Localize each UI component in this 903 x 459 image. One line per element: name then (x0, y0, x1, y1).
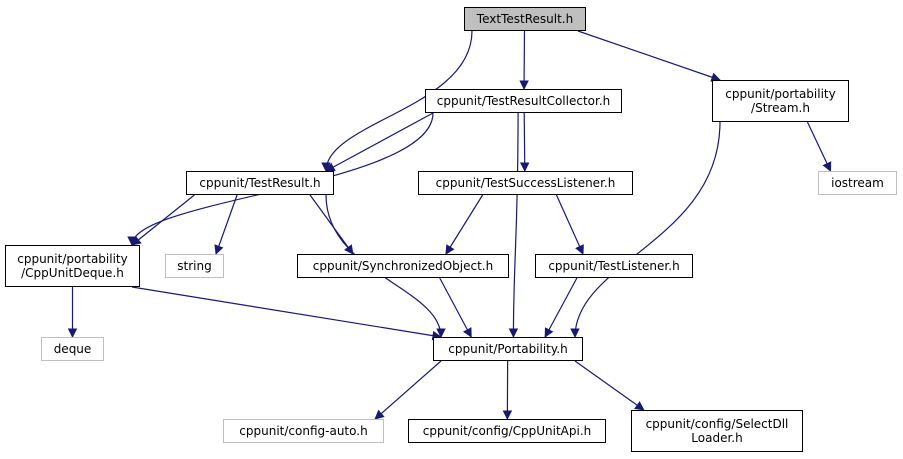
edge-synchronized-object-to-portability (439, 277, 472, 338)
node-label: cppunit/SynchronizedObject.h (312, 259, 494, 273)
edge-test-result-collector-to-portability (508, 112, 519, 338)
edge-test-result-collector-to-test-success-listener (519, 112, 530, 172)
node-test-result-collector[interactable]: cppunit/TestResultCollector.h (425, 89, 622, 113)
node-test-result[interactable]: cppunit/TestResult.h (186, 171, 334, 195)
node-cpp-unit-api[interactable]: cppunit/config/CppUnitApi.h (408, 419, 606, 443)
node-label: cppunit/config/SelectDll Loader.h (645, 417, 789, 445)
node-portability[interactable]: cppunit/Portability.h (433, 337, 583, 361)
node-stream[interactable]: cppunit/portability /Stream.h (712, 80, 849, 122)
node-label: TextTestResult.h (476, 12, 574, 26)
edge-test-result-to-string (214, 194, 238, 255)
node-string[interactable]: string (165, 254, 224, 278)
node-test-listener[interactable]: cppunit/TestListener.h (535, 254, 693, 278)
node-label: cppunit/TestSuccessListener.h (435, 176, 616, 190)
edge-text-test-result-to-stream (577, 30, 721, 82)
edge-test-result-to-cpp-unit-deque (131, 194, 195, 246)
edge-test-listener-to-portability (544, 277, 578, 338)
node-test-success-listener[interactable]: cppunit/TestSuccessListener.h (418, 171, 633, 195)
node-deque[interactable]: deque (41, 337, 104, 361)
edge-test-success-listener-to-synchronized-object (445, 194, 484, 255)
node-label: string (177, 259, 212, 273)
edge-cpp-unit-deque-to-portability (131, 286, 442, 341)
edge-stream-to-iostream (806, 121, 832, 172)
node-label: cppunit/TestResultCollector.h (436, 94, 611, 108)
node-cpp-unit-deque[interactable]: cppunit/portability /CppUnitDeque.h (5, 245, 140, 287)
edge-portability-to-select-dll-loader (574, 360, 645, 411)
node-config-auto[interactable]: cppunit/config-auto.h (223, 419, 384, 443)
node-label: cppunit/TestListener.h (548, 259, 680, 273)
node-label: iostream (831, 176, 884, 190)
edge-test-result-collector-to-test-result (325, 112, 434, 172)
edge-stream-to-portability (570, 121, 721, 338)
node-synchronized-object[interactable]: cppunit/SynchronizedObject.h (297, 254, 509, 278)
node-label: cppunit/portability /Stream.h (725, 87, 836, 115)
node-text-test-result[interactable]: TextTestResult.h (464, 7, 586, 31)
node-label: deque (53, 342, 92, 356)
node-iostream[interactable]: iostream (818, 171, 897, 195)
edge-test-success-listener-to-test-listener (555, 194, 584, 255)
edge-test-result-to-synchronized-object (309, 194, 354, 255)
node-label: cppunit/config/CppUnitApi.h (422, 424, 592, 438)
edge-portability-to-config-auto (374, 360, 442, 420)
node-label: cppunit/TestResult.h (199, 176, 321, 190)
node-label: cppunit/config-auto.h (239, 424, 368, 438)
node-label: cppunit/Portability.h (448, 342, 568, 356)
node-select-dll-loader[interactable]: cppunit/config/SelectDll Loader.h (631, 410, 803, 452)
node-label: cppunit/portability /CppUnitDeque.h (17, 252, 128, 280)
edge-text-test-result-to-test-result (321, 30, 473, 172)
